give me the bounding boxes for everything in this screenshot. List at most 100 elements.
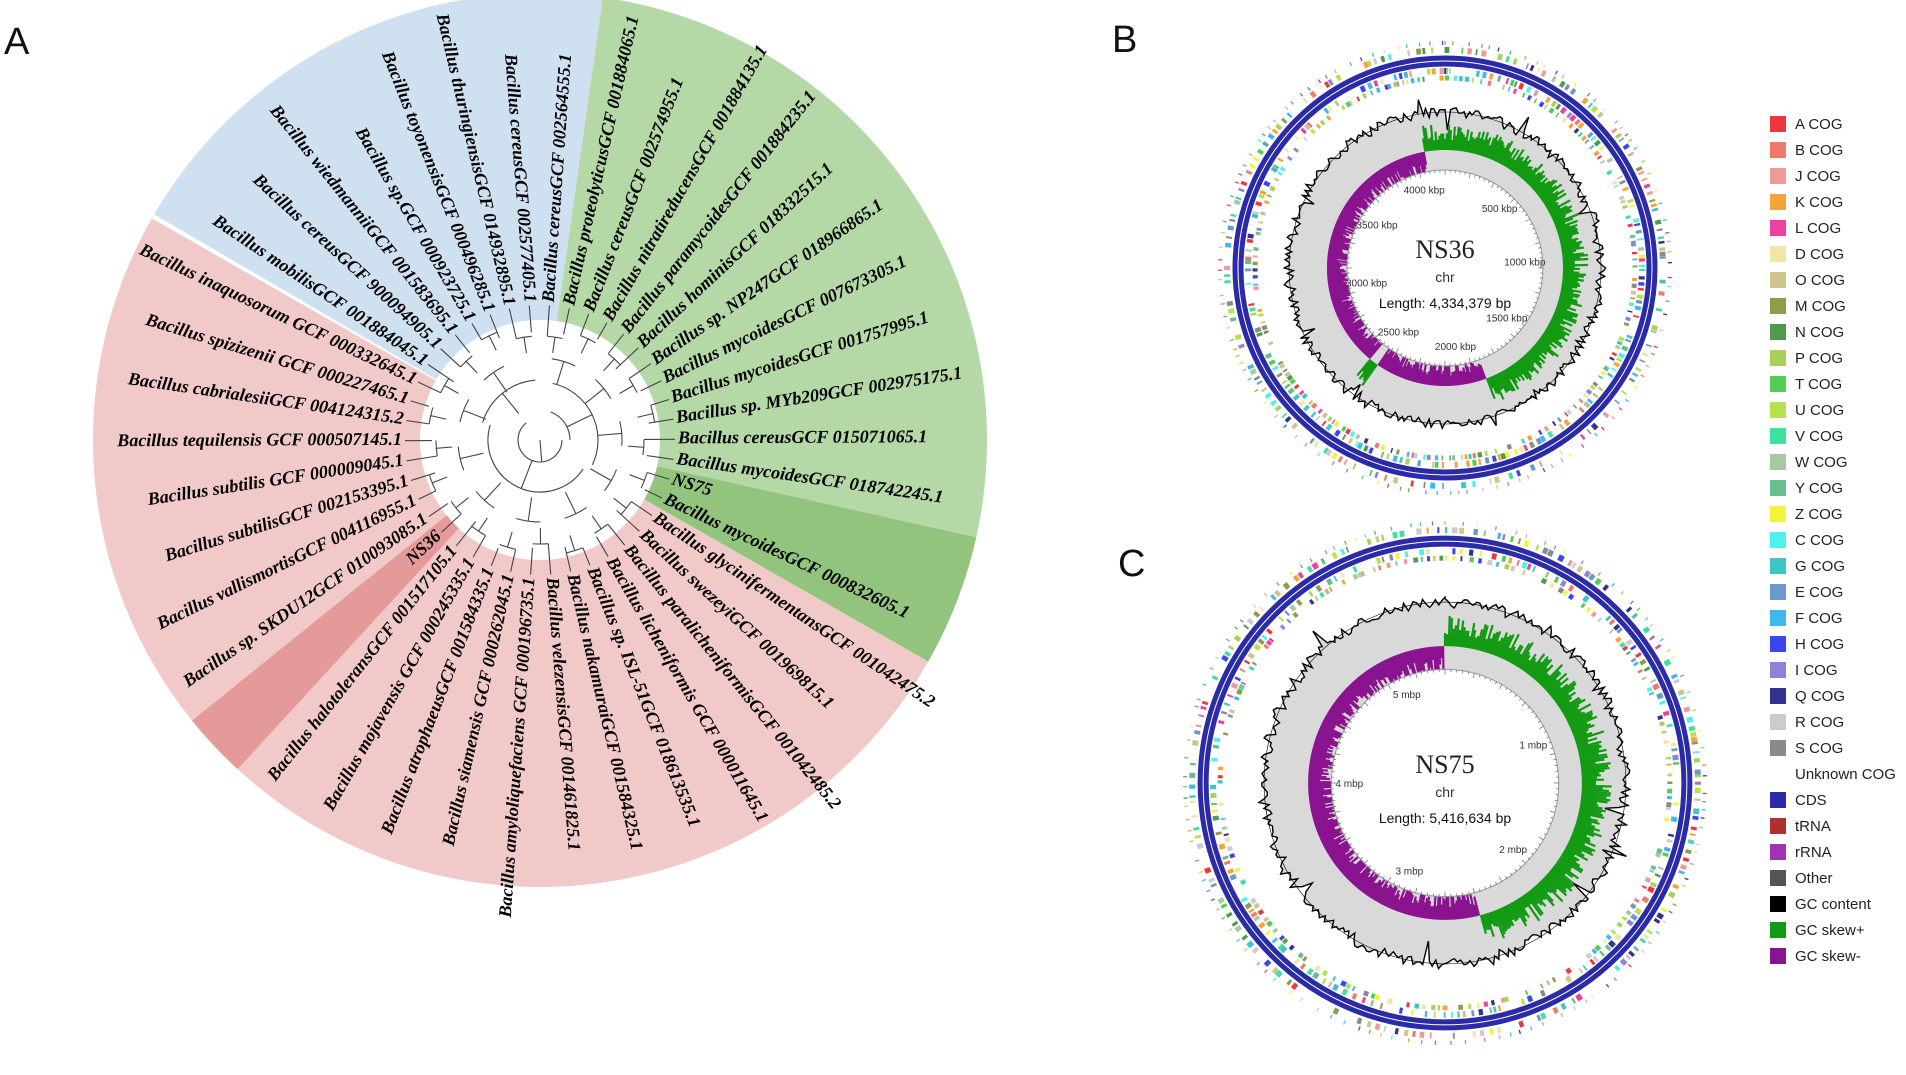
legend-label: A COG [1795, 116, 1843, 133]
clade-sector-pink-2 [93, 218, 478, 721]
legend-swatch [1770, 818, 1786, 834]
panel-c-label: C [1118, 543, 1145, 585]
legend-label: GC skew- [1795, 948, 1861, 965]
clade-sectors [93, 0, 987, 888]
genome-length: Length: 4,334,379 bp [1379, 295, 1512, 311]
gc-skew-minus-track [1326, 151, 1487, 387]
coordinate-tick-label: 2 mbp [1499, 845, 1527, 856]
legend-item: E COG [1770, 584, 1843, 601]
legend-label: D COG [1795, 246, 1844, 263]
clade-sector-green [551, 0, 987, 538]
legend-swatch [1770, 662, 1786, 678]
legend-item: K COG [1770, 194, 1843, 211]
legend-label: S COG [1795, 740, 1843, 757]
legend-label: P COG [1795, 350, 1843, 367]
legend-label: F COG [1795, 610, 1843, 627]
legend-label: H COG [1795, 636, 1844, 653]
legend-swatch [1770, 402, 1786, 418]
legend-swatch [1770, 740, 1786, 756]
legend-label: K COG [1795, 194, 1843, 211]
legend-item: Z COG [1770, 506, 1843, 523]
legend-item: S COG [1770, 740, 1843, 757]
legend-item: Unknown COG [1770, 766, 1896, 783]
legend-label: Other [1795, 870, 1833, 887]
clade-sector-green-highlight [609, 457, 977, 662]
genome-name: NS36 [1415, 235, 1474, 264]
legend-label: B COG [1795, 142, 1843, 159]
legend-label: rRNA [1795, 844, 1832, 861]
panel-a-label: A [4, 21, 30, 63]
legend-swatch [1770, 922, 1786, 938]
legend-item: O COG [1770, 272, 1845, 289]
gc-skew-plus-track [1443, 616, 1612, 939]
legend-swatch [1770, 298, 1786, 314]
legend-item: M COG [1770, 298, 1846, 315]
legend-swatch [1770, 220, 1786, 236]
legend-item: rRNA [1770, 844, 1832, 861]
legend-swatch [1770, 168, 1786, 184]
coordinate-tick-label: 1 mbp [1519, 741, 1547, 752]
legend-item: A COG [1770, 116, 1843, 133]
legend-label: C COG [1795, 532, 1844, 549]
gc-skew-plus-track [1356, 124, 1589, 400]
tree-leaf-label: Bacillus cereusGCF 015071065.1 [677, 426, 927, 447]
feature-ring [1252, 75, 1638, 461]
coordinate-tick-label: 4 mbp [1335, 779, 1363, 790]
legend-item: I COG [1770, 662, 1838, 679]
legend-label: Z COG [1795, 506, 1843, 523]
panel-b-label: B [1112, 19, 1137, 61]
legend-label: U COG [1795, 402, 1844, 419]
legend-swatch [1770, 844, 1786, 860]
legend-item: U COG [1770, 402, 1844, 419]
legend-label: T COG [1795, 376, 1842, 393]
chromosome-label: chr [1435, 784, 1455, 800]
legend-swatch [1770, 948, 1786, 964]
legend-swatch [1770, 142, 1786, 158]
legend-item: Other [1770, 870, 1833, 887]
chromosome-label: chr [1435, 269, 1455, 285]
legend-swatch [1770, 194, 1786, 210]
legend-swatch [1770, 246, 1786, 262]
legend-swatch [1770, 896, 1786, 912]
tree-branches [404, 305, 676, 575]
legend-item: H COG [1770, 636, 1844, 653]
feature-ticks [1183, 521, 1707, 1045]
feature-ring [1232, 55, 1658, 481]
clade-sector-pink [237, 479, 929, 888]
feature-ring [1210, 548, 1680, 1018]
coordinate-tick-label: 1500 kbp [1486, 313, 1528, 324]
legend-label: CDS [1795, 792, 1827, 809]
legend-item: P COG [1770, 350, 1843, 367]
legend-swatch [1770, 558, 1786, 574]
legend-label: R COG [1795, 714, 1844, 731]
legend-swatch [1770, 350, 1786, 366]
legend-label: N COG [1795, 324, 1844, 341]
legend-item: C COG [1770, 532, 1844, 549]
coordinate-tick-label: 3000 kbp [1346, 278, 1388, 289]
legend-item: B COG [1770, 142, 1843, 159]
coordinate-tick-label: 3 mbp [1395, 866, 1423, 877]
branch-lines [404, 305, 676, 575]
coordinate-tick-label: 5 mbp [1393, 690, 1421, 701]
legend-swatch [1770, 584, 1786, 600]
legend-item: Q COG [1770, 688, 1845, 705]
legend-label: V COG [1795, 428, 1843, 445]
legend-swatch [1770, 688, 1786, 704]
legend-label: M COG [1795, 298, 1846, 315]
legend-swatch [1770, 714, 1786, 730]
coordinate-tick-label: 2000 kbp [1435, 342, 1477, 353]
legend-label: I COG [1795, 662, 1838, 679]
legend-item: tRNA [1770, 818, 1831, 835]
gc-skew-minus-track [1308, 646, 1481, 920]
legend-item: GC content [1770, 896, 1872, 913]
legend-swatch [1770, 376, 1786, 392]
tree-leaf-label: Bacillus tequilensis GCF 000507145.1 [116, 429, 402, 450]
legend-label: E COG [1795, 584, 1843, 601]
legend-label: G COG [1795, 558, 1845, 575]
legend-swatch [1770, 480, 1786, 496]
feature-ring [1217, 555, 1673, 1011]
legend-swatch [1770, 636, 1786, 652]
legend-item: V COG [1770, 428, 1843, 445]
